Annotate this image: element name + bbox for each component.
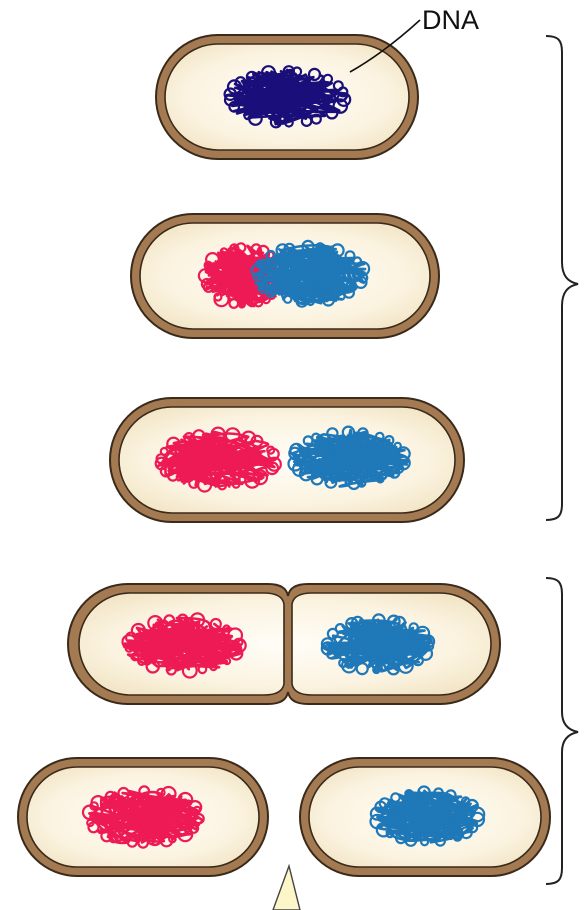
cell-stage-2 (131, 214, 439, 338)
dna-copy-b-overlapping (252, 241, 369, 307)
daughter-cell-left (18, 758, 268, 876)
daughter-cell-right (300, 758, 550, 876)
cell-stage-4-dividing (68, 584, 500, 704)
dna-label: DNA (422, 5, 479, 35)
bracket-division (546, 578, 578, 884)
bracket-replication (546, 36, 578, 520)
cell-stage-3 (110, 398, 464, 522)
pointer-arrow (273, 866, 300, 910)
